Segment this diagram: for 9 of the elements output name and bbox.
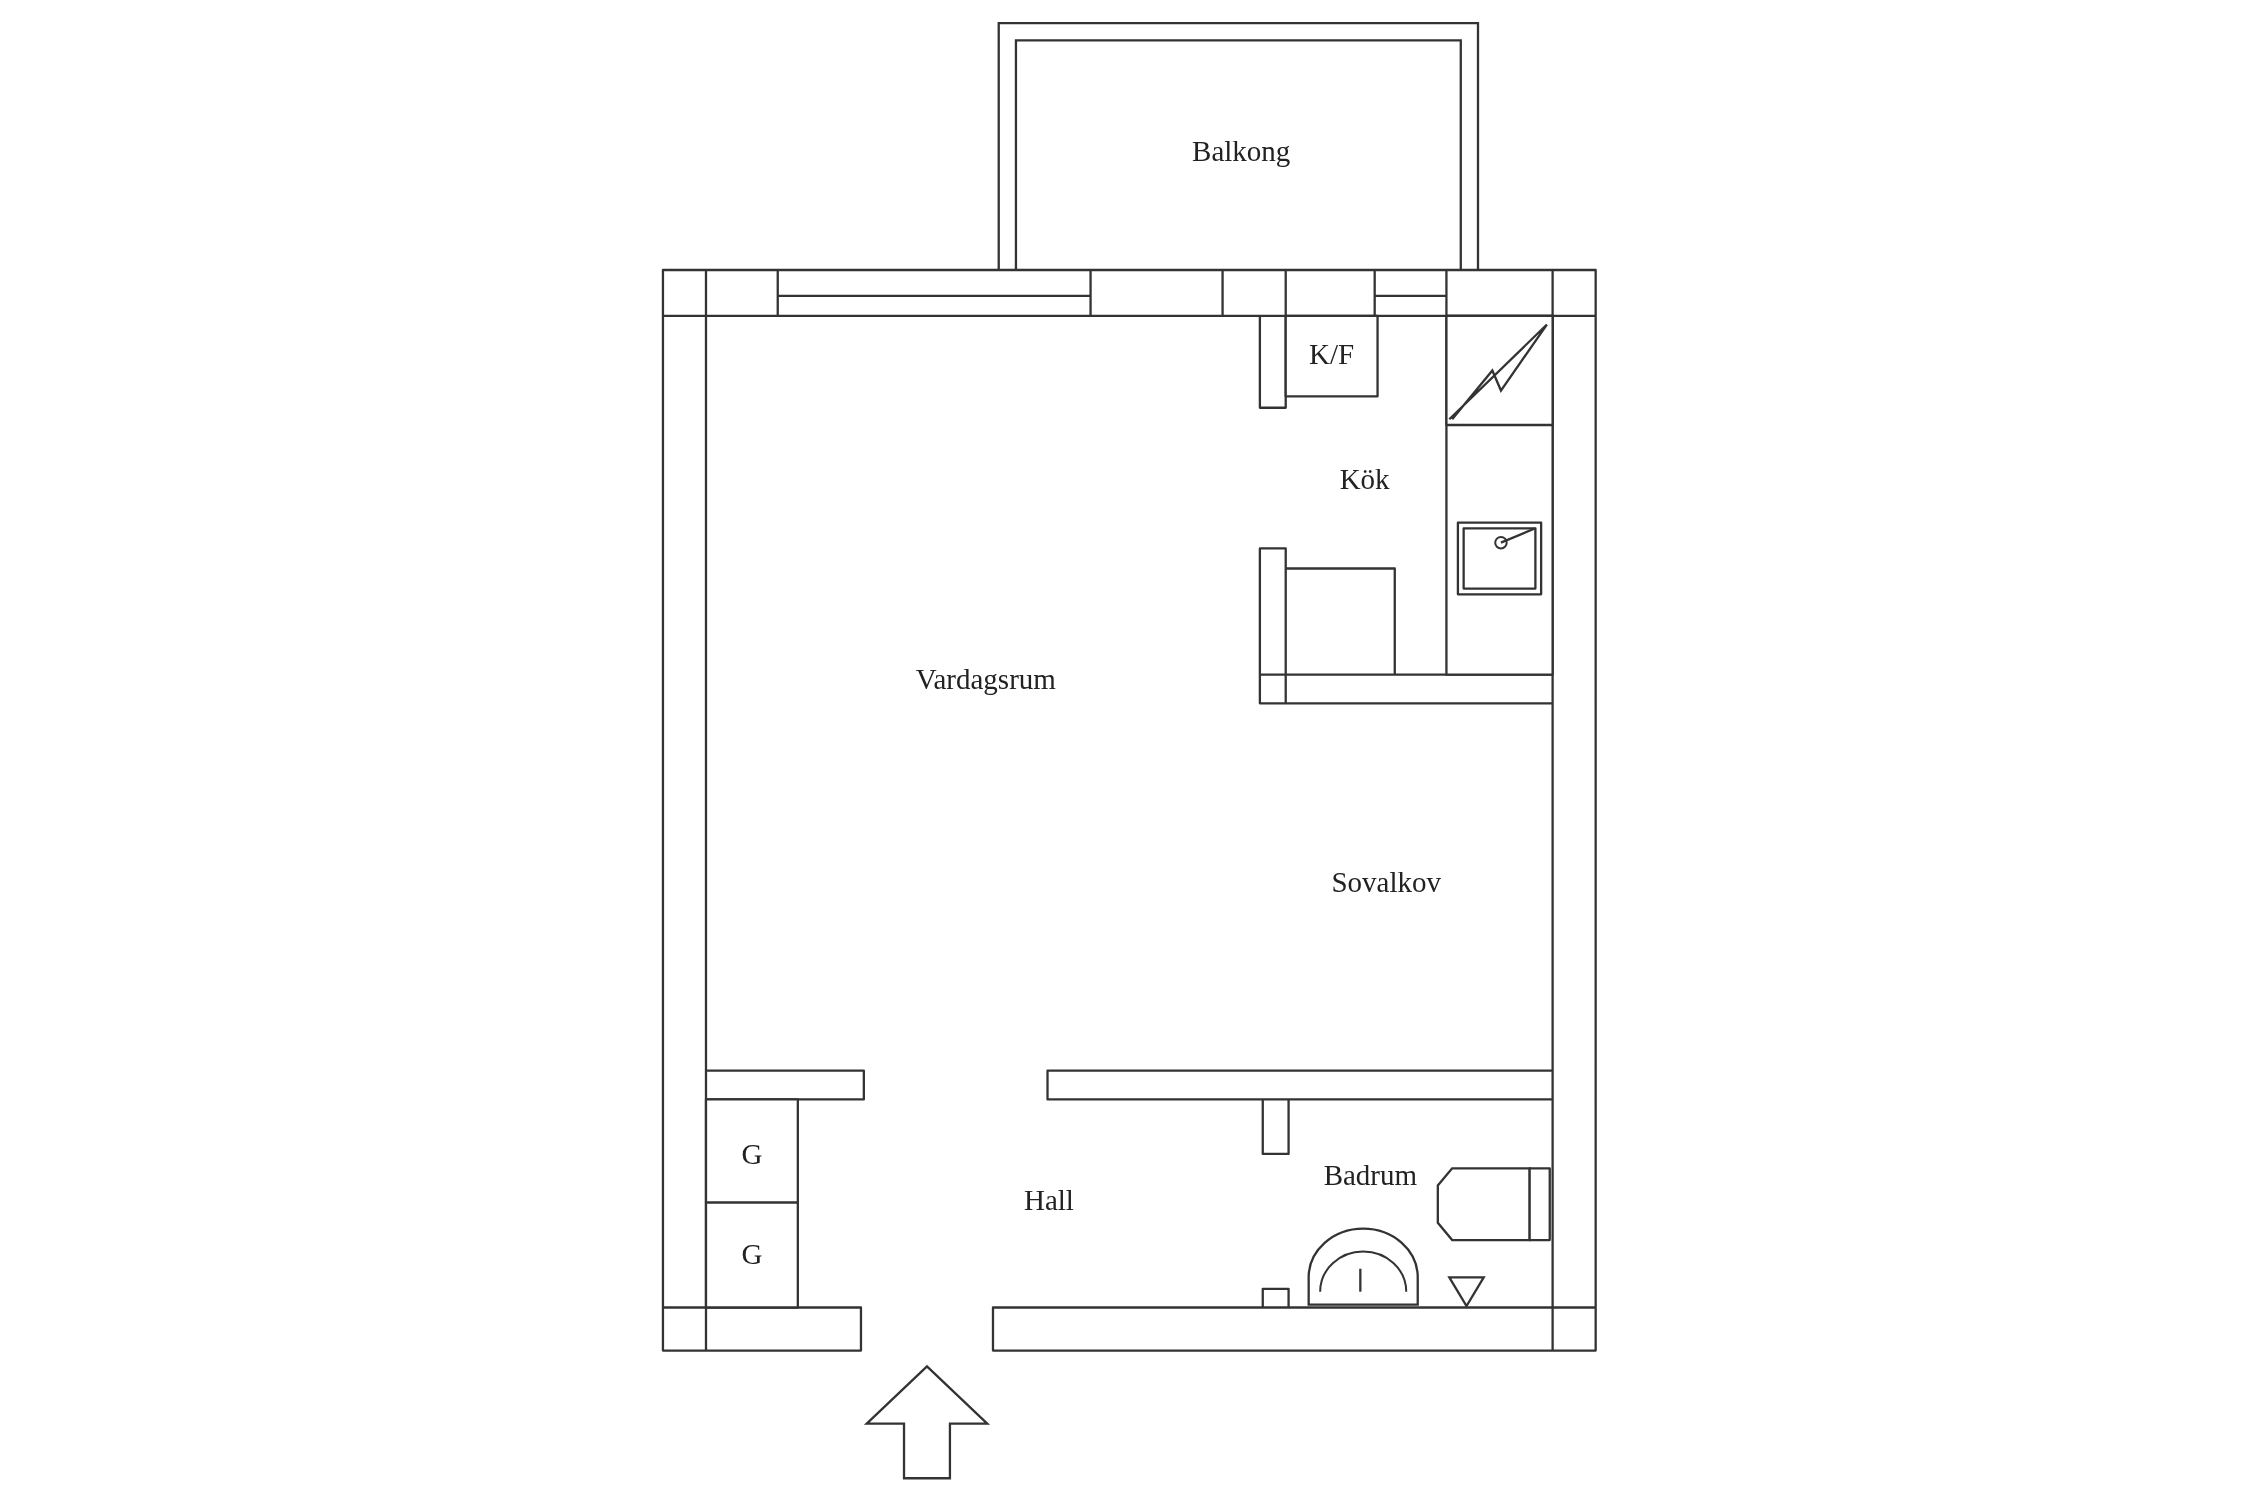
cabinet-label: G [741,1139,763,1169]
cabinet-label: G [741,1239,763,1269]
room-label: Sovalkov [1331,868,1441,897]
room-label: Badrum [1323,1160,1418,1190]
room-label: Vardagsrum [915,664,1056,694]
room-label: Hall [1023,1185,1074,1215]
cabinet-label: K/F [1309,339,1355,369]
room-label: Kök [1339,464,1390,494]
room-label: Balkong [1192,136,1291,166]
